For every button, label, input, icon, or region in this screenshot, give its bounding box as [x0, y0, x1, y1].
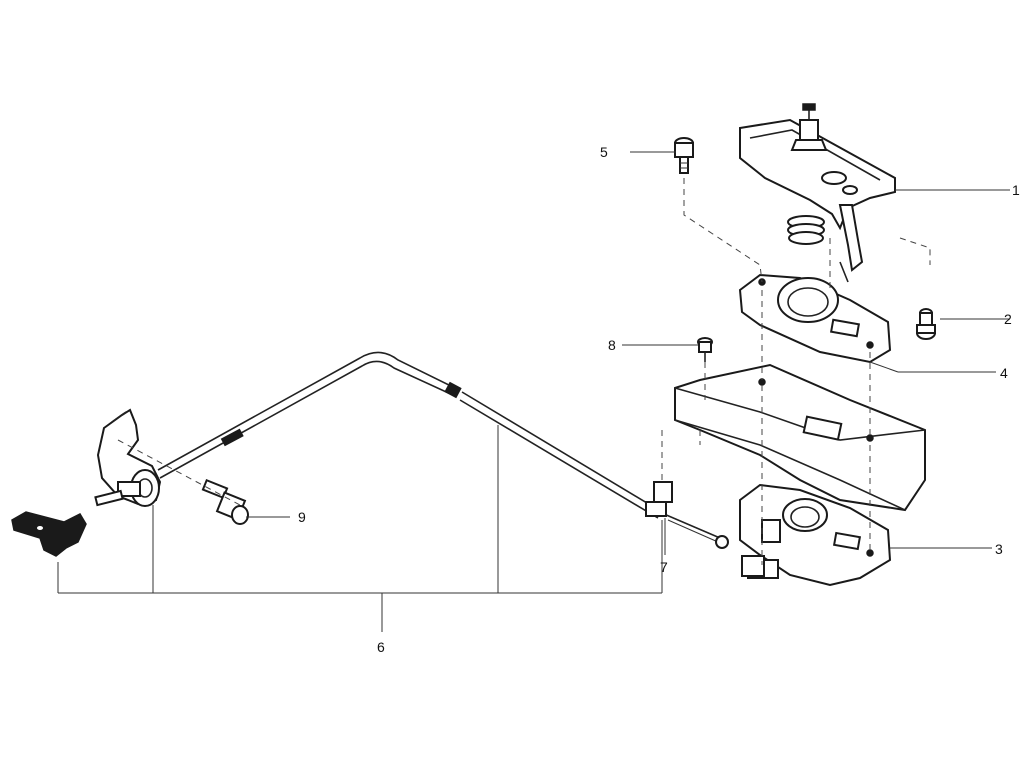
part-9-bolt: [201, 478, 249, 525]
part-5-bolt: [674, 137, 694, 174]
callout-4: 4: [1000, 365, 1008, 381]
leader-lines: [57, 151, 1010, 632]
callout-8: 8: [608, 337, 616, 353]
callout-6: 6: [377, 639, 385, 655]
callout-7: 7: [660, 559, 668, 575]
callout-labels: 1 2 3 4 5 6 7 8 9: [298, 144, 1020, 655]
part-1-upper-bracket: [739, 103, 896, 283]
return-spring-icon: [787, 215, 825, 245]
part-6-choke-cable: [157, 351, 765, 577]
part-2-bolt: [916, 308, 936, 340]
callout-2: 2: [1004, 311, 1012, 327]
insulator-plate: [674, 363, 926, 512]
callout-1: 1: [1012, 182, 1020, 198]
callout-5: 5: [600, 144, 608, 160]
part-3-throttle-base: [739, 483, 892, 587]
callout-9: 9: [298, 509, 306, 525]
part-4-gasket-plate: [738, 273, 892, 364]
choke-knob-icon: [11, 511, 87, 557]
callout-3: 3: [995, 541, 1003, 557]
part-8-screw: [697, 337, 713, 362]
dash-bracket: [94, 408, 162, 507]
assembly-guide-lines: [117, 178, 931, 565]
